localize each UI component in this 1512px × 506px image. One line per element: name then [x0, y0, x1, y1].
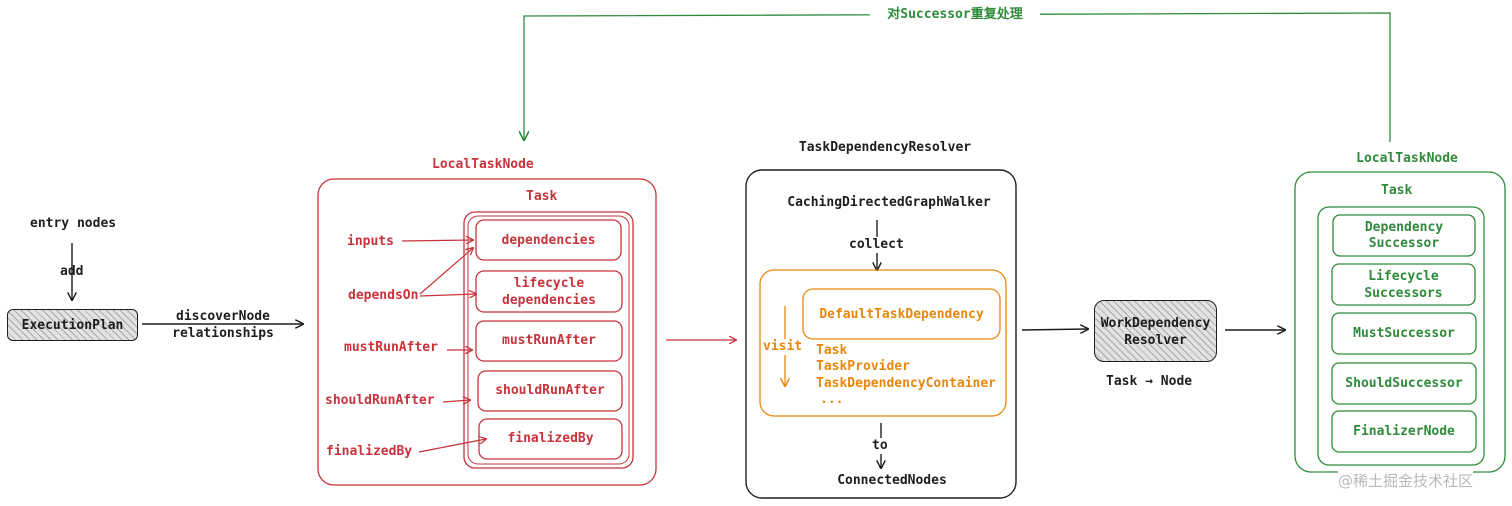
input-label: mustRunAfter	[344, 340, 438, 355]
work-dependency-resolver-box	[1094, 300, 1217, 362]
red-task-box	[463, 211, 634, 469]
green-task-item: MustSuccessor	[1353, 326, 1455, 341]
type-item: TaskProvider	[816, 359, 910, 374]
to-label: to	[872, 438, 888, 454]
green-task-item-line2: Successor	[1368, 236, 1440, 251]
collect-label: collect	[849, 237, 904, 253]
visit-label: visit	[763, 339, 803, 355]
green-task-box	[1317, 206, 1485, 466]
walker-label: CachingDirectedGraphWalker	[787, 195, 991, 210]
add-label: add	[60, 264, 84, 279]
entry-nodes-label: entry nodes	[30, 216, 117, 231]
red-task-item: dependencies	[501, 233, 596, 248]
red-task-item: mustRunAfter	[502, 333, 596, 348]
discover-label-line2: relationships	[172, 326, 274, 341]
input-label: shouldRunAfter	[325, 393, 435, 408]
execution-plan-box	[7, 309, 138, 341]
type-item: ...	[820, 392, 844, 407]
green-task-item: FinalizerNode	[1353, 424, 1455, 439]
green-local-task-node-title: LocalTaskNode	[1356, 151, 1458, 166]
loop-connector	[524, 12, 1391, 142]
input-label: dependsOn	[348, 288, 419, 303]
red-outer-box	[317, 178, 657, 486]
type-item: Task	[816, 343, 848, 358]
green-task-item: ShouldSuccessor	[1345, 376, 1463, 391]
resolver-box	[745, 169, 1017, 499]
red-task-title: Task	[526, 189, 558, 204]
red-task-box-inner	[467, 215, 630, 465]
green-task-title: Task	[1381, 183, 1413, 198]
input-label: inputs	[347, 234, 394, 249]
red-local-task-node-title: LocalTaskNode	[432, 157, 534, 172]
discover-label-line1: discoverNode	[176, 309, 270, 324]
execution-plan-label: ExecutionPlan	[21, 318, 124, 333]
connected-nodes-label: ConnectedNodes	[837, 473, 947, 488]
red-task-item-line2: dependencies	[502, 293, 596, 308]
resolver-title: TaskDependencyResolver	[798, 140, 972, 155]
work-resolver-line1: WorkDependency	[1100, 316, 1211, 331]
visit-box	[759, 269, 1007, 417]
default-task-dependency: DefaultTaskDependency	[819, 307, 984, 322]
red-task-item: lifecycle	[513, 276, 585, 291]
green-task-item: Lifecycle	[1368, 269, 1439, 284]
red-task-item: shouldRunAfter	[495, 383, 605, 398]
type-item: TaskDependencyContainer	[816, 376, 997, 391]
work-resolver-line2: Resolver	[1124, 333, 1187, 348]
loop-label: 对Successor重复处理	[870, 7, 1040, 23]
task-node-mapping: Task → Node	[1106, 374, 1193, 389]
default-dep-box	[802, 288, 1001, 340]
red-task-item: finalizedBy	[507, 431, 594, 446]
green-task-item-line2: Successors	[1364, 286, 1443, 301]
watermark: @稀土掘金技术社区	[1338, 470, 1474, 491]
green-task-item: Dependency	[1364, 220, 1444, 235]
input-label: finalizedBy	[326, 444, 413, 459]
